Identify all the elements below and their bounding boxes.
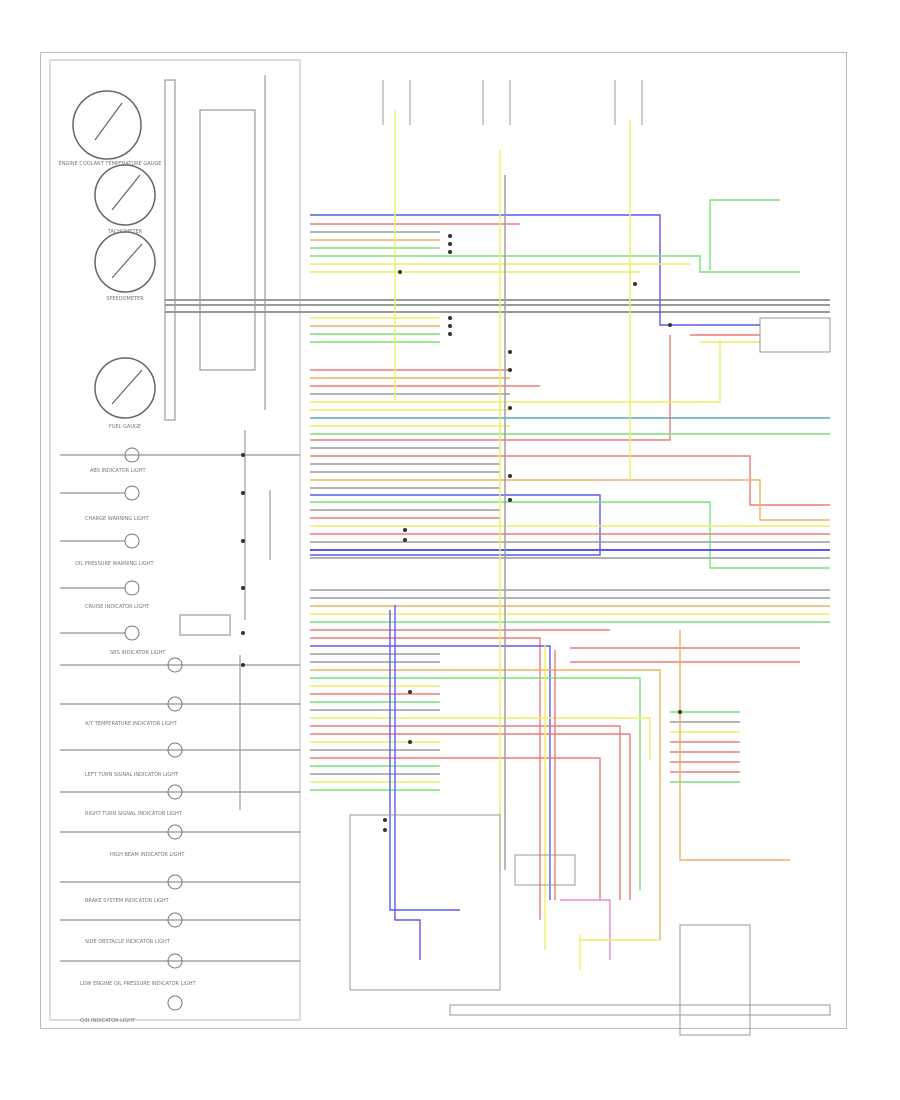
indicator-label-high-beam: HIGH BEAM INDICATOR LIGHT bbox=[110, 852, 185, 858]
indicator-label-od: O/D INDICATOR LIGHT bbox=[80, 1018, 136, 1024]
indicator-label-charge: CHARGE WARNING LIGHT bbox=[85, 516, 150, 522]
indicator-label-oil-pressure: OIL PRESSURE WARNING LIGHT bbox=[75, 561, 155, 567]
indicator-label-cruise: CRUISE INDICATOR LIGHT bbox=[85, 604, 150, 610]
gauge-label-speedometer: SPEEDOMETER bbox=[106, 296, 144, 302]
engine-coolant-temperature-gauge bbox=[72, 90, 142, 160]
indicator-label-at-temp: A/T TEMPERATURE INDICATOR LIGHT bbox=[85, 721, 178, 727]
diagram-frame bbox=[40, 52, 847, 1029]
wire-harness bbox=[165, 110, 830, 970]
gauge-label-fuel: FUEL GAUGE bbox=[109, 424, 141, 430]
gauge-label-coolant: ENGINE COOLANT TEMPERATURE GAUGE bbox=[59, 161, 162, 167]
indicator-label-side-obstacle: SIDE OBSTACLE INDICATOR LIGHT bbox=[85, 939, 171, 945]
fuse-modules bbox=[382, 80, 643, 125]
speedometer-gauge bbox=[94, 231, 156, 293]
indicator-label-abs: ABS INDICATOR LIGHT bbox=[90, 468, 147, 474]
panel-bus-lines bbox=[164, 75, 271, 810]
indicator-label-brake: BRAKE SYSTEM INDICATOR LIGHT bbox=[85, 898, 170, 904]
connector-boxes bbox=[349, 317, 831, 1036]
indicator-lamps bbox=[60, 447, 300, 1011]
splice-points bbox=[241, 234, 682, 832]
tachometer-gauge bbox=[94, 164, 156, 226]
fuel-gauge bbox=[94, 357, 156, 419]
gauge-panel-box bbox=[49, 59, 301, 1021]
indicator-label-right-turn: RIGHT TURN SIGNAL INDICATOR LIGHT bbox=[85, 811, 183, 817]
indicator-label-low-oil: LOW ENGINE OIL PRESSURE INDICATOR LIGHT bbox=[80, 981, 196, 987]
gauge-label-tachometer: TACHOMETER bbox=[107, 229, 143, 235]
indicator-label-left-turn: LEFT TURN SIGNAL INDICATOR LIGHT bbox=[85, 772, 179, 778]
indicator-label-srs: SRS INDICATOR LIGHT bbox=[110, 650, 166, 656]
gauge-group bbox=[72, 90, 156, 419]
